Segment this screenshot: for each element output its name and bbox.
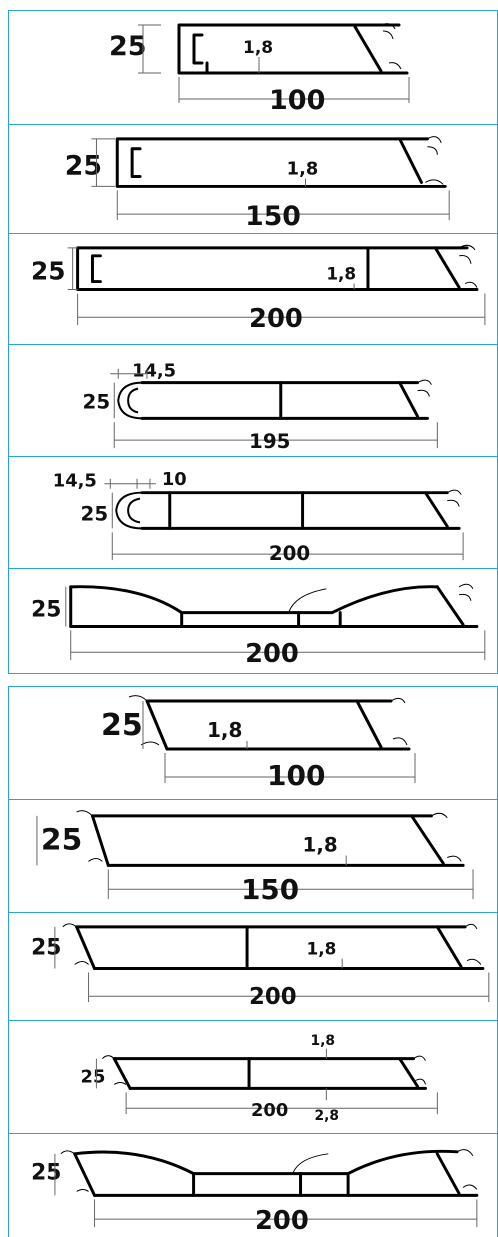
- profile-5-shape: [115, 489, 462, 530]
- profile-11-height: 25: [31, 1161, 61, 1186]
- profile-group-bottom: 25 1,8 100 25 1,8 150: [8, 686, 498, 1237]
- profile-9-shape: [62, 923, 485, 970]
- profile-10-thickness: 1,8: [310, 1033, 335, 1049]
- profile-3-thickness: 1,8: [326, 264, 356, 284]
- profile-4-head: 14,5: [132, 361, 176, 382]
- profile-7-shape: [128, 695, 411, 751]
- profile-6-width: 200: [245, 639, 299, 669]
- profile-1-height: 25: [109, 31, 147, 62]
- profile-9-height: 25: [31, 936, 61, 961]
- profile-9-thickness: 1,8: [307, 939, 337, 959]
- profile-8-width: 150: [241, 873, 299, 906]
- profile-5-head-inner: 10: [162, 469, 187, 490]
- profile-2-shape: [115, 136, 447, 188]
- profile-7-height: 25: [101, 708, 143, 743]
- profile-7-thickness: 1,8: [207, 718, 242, 742]
- profile-5-height: 25: [81, 502, 109, 525]
- profile-11-width: 200: [255, 1206, 309, 1236]
- profile-3-height: 25: [31, 257, 65, 286]
- profile-6-height: 25: [31, 598, 61, 623]
- profile-3-width: 200: [249, 304, 303, 334]
- profile-row-5: 14,5 10 25 200: [9, 456, 497, 568]
- profile-4-shape: [117, 379, 432, 420]
- profile-10-shape: [102, 1055, 427, 1090]
- profile-8-shape: [76, 810, 465, 867]
- profile-group-top: 25 1,8 100 25 1,8 150: [8, 10, 498, 674]
- profile-row-4: 14,5 25 195: [9, 344, 497, 456]
- profile-10-height: 25: [81, 1066, 106, 1087]
- profile-2-height: 25: [65, 151, 102, 182]
- profile-4-width: 195: [249, 430, 290, 453]
- profile-10-width: 200: [251, 1100, 288, 1121]
- profile-5-head: 14,5: [53, 471, 97, 492]
- profile-row-3: 25 1,8 200: [9, 233, 497, 344]
- profile-1-thickness: 1,8: [243, 38, 273, 58]
- profile-11-shape: [60, 1149, 479, 1197]
- profile-row-6: 25 200: [9, 568, 497, 673]
- profile-1-width: 100: [269, 85, 325, 116]
- profile-row-10: 1,8 25 200 2,8: [9, 1020, 497, 1133]
- profile-8-height: 25: [41, 823, 82, 858]
- profile-8-thickness: 1,8: [303, 834, 338, 857]
- profile-2-thickness: 1,8: [287, 159, 319, 180]
- profile-1-shape: [177, 23, 409, 75]
- profile-row-7: 25 1,8 100: [9, 687, 497, 799]
- profile-10-thickness-bottom: 2,8: [314, 1108, 339, 1124]
- profile-row-1: 25 1,8 100: [9, 11, 497, 124]
- profile-9-width: 200: [249, 984, 297, 1010]
- profile-row-11: 25 200: [9, 1133, 497, 1237]
- profile-row-9: 25 1,8 200: [9, 912, 497, 1020]
- profile-5-width: 200: [269, 542, 310, 565]
- profile-4-height: 25: [83, 390, 111, 413]
- profile-3-shape: [76, 244, 479, 291]
- profile-row-8: 25 1,8 150: [9, 799, 497, 912]
- profile-2-width: 150: [245, 201, 301, 232]
- profile-7-width: 100: [267, 759, 325, 792]
- profile-row-2: 25 1,8 150: [9, 124, 497, 233]
- profile-6-shape: [69, 583, 479, 628]
